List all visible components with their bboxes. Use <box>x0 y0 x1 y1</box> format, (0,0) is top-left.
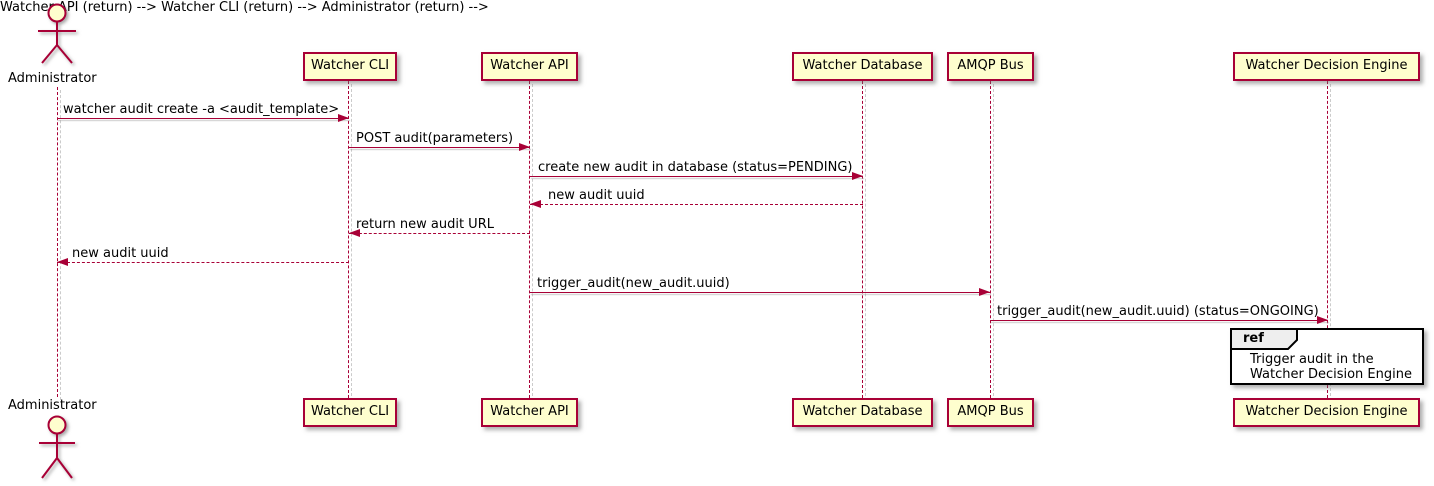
participant-box-amqp-bus-bottom: AMQP Bus <box>947 398 1034 427</box>
message-line-4 <box>530 204 863 205</box>
actor-label-administrator-bottom: Administrator <box>8 398 97 413</box>
message-label-5: return new audit URL <box>356 217 494 232</box>
message-label-8: trigger_audit(new_audit.uuid) (status=ON… <box>997 304 1319 319</box>
lifeline-administrator <box>57 87 61 400</box>
message-label-7: trigger_audit(new_audit.uuid) <box>537 276 730 291</box>
arrowhead-icon-4 <box>530 200 541 208</box>
ref-text-line-1: Trigger audit in the <box>1250 352 1374 367</box>
participant-box-amqp-bus-top: AMQP Bus <box>947 52 1034 81</box>
message-label-6: new audit uuid <box>72 246 169 261</box>
arrowhead-icon-1 <box>338 114 349 122</box>
ref-keyword: ref <box>1243 331 1264 346</box>
message-line-5 <box>349 233 530 234</box>
ref-text-line-2: Watcher Decision Engine <box>1250 367 1412 382</box>
participant-box-watcher-cli-top: Watcher CLI <box>303 52 397 81</box>
administrator-actor-icon <box>38 3 76 64</box>
lifeline-watcher-api <box>529 81 533 401</box>
message-label-2: POST audit(parameters) <box>356 131 514 146</box>
message-line-2 <box>349 147 530 148</box>
participant-box-watcher-database-bottom: Watcher Database <box>792 398 933 427</box>
participant-box-watcher-api-top: Watcher API <box>481 52 578 81</box>
lifeline-amqp-bus <box>990 81 994 401</box>
lifeline-watcher-decision-engine <box>1327 81 1331 401</box>
message-line-3 <box>530 176 863 177</box>
ref-text: Trigger audit in the Watcher Decision En… <box>1250 352 1412 382</box>
ref-fragment: ref Trigger audit in the Watcher Decisio… <box>1230 328 1424 385</box>
arrowhead-icon-8 <box>1317 316 1328 324</box>
participant-box-watcher-api-bottom: Watcher API <box>481 398 578 427</box>
participant-box-watcher-decision-engine-top: Watcher Decision Engine <box>1233 52 1420 81</box>
arrowhead-icon-7 <box>979 288 990 296</box>
participant-box-watcher-cli-bottom: Watcher CLI <box>303 398 397 427</box>
message-label-4: new audit uuid <box>548 188 645 203</box>
message-label-1: watcher audit create -a <audit_template> <box>63 102 340 117</box>
administrator-actor-icon-bottom <box>39 415 75 479</box>
lifeline-watcher-cli <box>348 81 352 401</box>
arrowhead-icon-6 <box>57 258 68 266</box>
message-line-1 <box>57 118 349 119</box>
lifeline-watcher-database <box>862 81 866 401</box>
arrowhead-icon-5 <box>349 229 360 237</box>
message-line-6 <box>57 262 349 263</box>
participant-box-watcher-decision-engine-bottom: Watcher Decision Engine <box>1233 398 1420 427</box>
message-line-7 <box>530 292 990 293</box>
arrowhead-icon-2 <box>519 143 530 151</box>
participant-box-watcher-database-top: Watcher Database <box>792 52 933 81</box>
arrowhead-icon-3 <box>852 172 863 180</box>
message-line-8 <box>990 320 1328 321</box>
ref-tab-icon <box>1230 328 1298 350</box>
message-label-3: create new audit in database (status=PEN… <box>538 160 853 175</box>
actor-label-administrator-top: Administrator <box>8 71 97 86</box>
